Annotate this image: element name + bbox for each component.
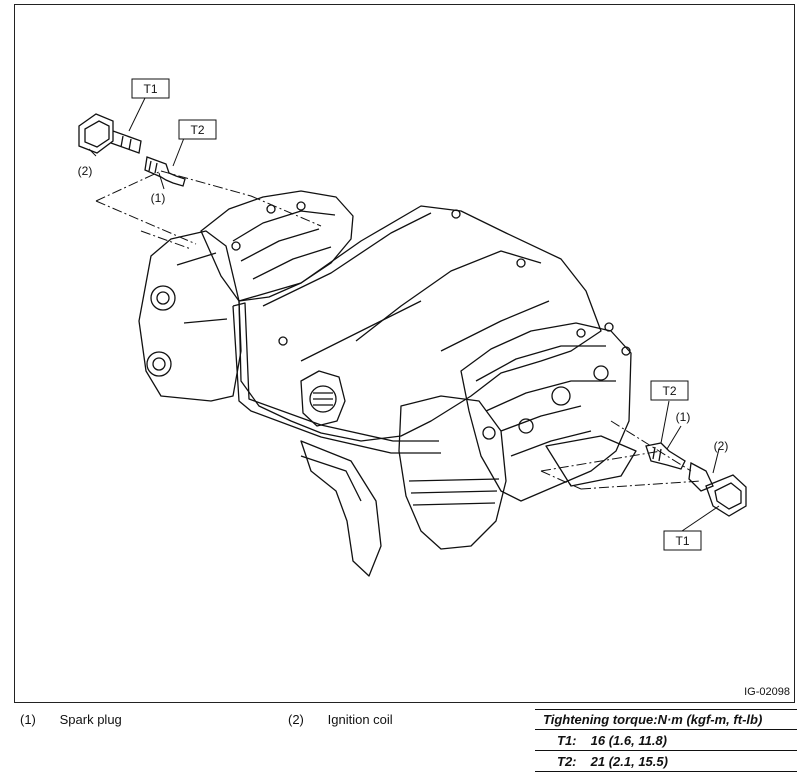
cam-sprocket-lower xyxy=(146,351,172,377)
callout-p2-top: (2) xyxy=(78,164,93,178)
torque-row-t2: T2: 21 (2.1, 15.5) xyxy=(535,751,797,772)
callout-p1-top: (1) xyxy=(151,191,166,205)
callout-t2-right: T2 xyxy=(662,384,676,398)
cam-sprocket-upper xyxy=(150,285,176,311)
callout-t2-top: T2 xyxy=(190,123,204,137)
callout-t1-top: T1 xyxy=(143,82,157,96)
torque-value: 21 (2.1, 15.5) xyxy=(590,754,668,769)
spark-plug-top xyxy=(144,156,186,187)
callout-box-t2-right xyxy=(650,380,689,401)
legend-label: Ignition coil xyxy=(327,712,393,727)
legend-item-spark-plug: (1) Spark plug xyxy=(20,712,122,727)
callout-box-t1-top xyxy=(131,78,170,99)
torque-label: T2: xyxy=(557,754,577,769)
legend-label: Spark plug xyxy=(59,712,122,727)
legend-number: (2) xyxy=(288,712,304,727)
callout-box-t1-right xyxy=(663,530,702,551)
torque-table: Tightening torque:N·m (kgf-m, ft-lb) T1:… xyxy=(535,709,797,772)
figure-id: IG-02098 xyxy=(744,686,790,698)
legend-number: (1) xyxy=(20,712,36,727)
torque-title: Tightening torque:N·m (kgf-m, ft-lb) xyxy=(535,709,797,730)
legend-item-ignition-coil: (2) Ignition coil xyxy=(288,712,393,727)
ignition-coil-top xyxy=(78,113,142,154)
torque-label: T1: xyxy=(557,733,577,748)
engine-diagram: T1 T2 (2) (1) T2 (1) (2) T1 xyxy=(78,78,747,577)
right-cylinder-head xyxy=(460,322,632,502)
ignition-coil-right xyxy=(688,461,747,517)
spark-plug-right xyxy=(645,442,686,470)
callout-p1-right: (1) xyxy=(676,410,691,424)
callout-t1-right: T1 xyxy=(675,534,689,548)
left-cylinder-head xyxy=(200,190,354,302)
front-right-cover xyxy=(398,395,507,550)
throttle-body xyxy=(300,370,346,427)
diagram-frame: T1 T2 (2) (1) T2 (1) (2) T1 IG-02098 xyxy=(14,4,795,703)
torque-row-t1: T1: 16 (1.6, 11.8) xyxy=(535,730,797,751)
torque-value: 16 (1.6, 11.8) xyxy=(590,733,667,748)
intake-manifold xyxy=(238,205,602,442)
callout-p2-right: (2) xyxy=(714,439,729,453)
callout-box-t2-top xyxy=(178,119,217,140)
